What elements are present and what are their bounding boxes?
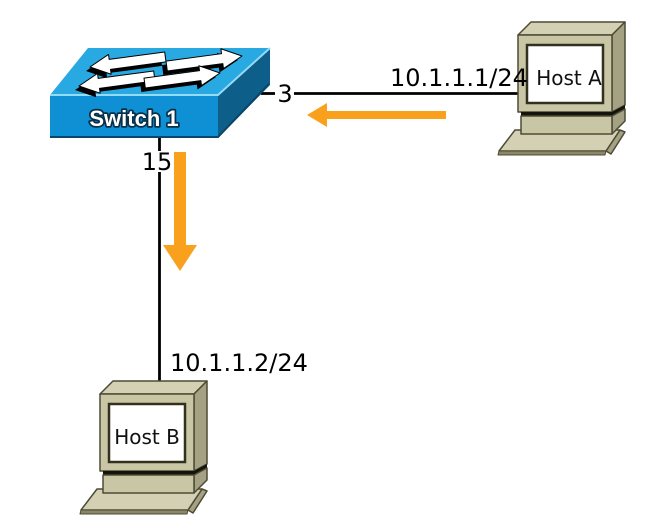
switch-port-15-label: 15 <box>142 148 173 176</box>
switch-port-3-label: 3 <box>277 80 292 108</box>
host-a-label: Host A <box>536 66 602 90</box>
traffic-arrow-left-icon <box>307 103 446 127</box>
switch-icon: Switch 1 <box>50 45 271 138</box>
traffic-arrow-down-icon <box>163 152 197 271</box>
host-b-label: Host B <box>114 425 180 449</box>
host-b-ip-label: 10.1.1.2/24 <box>170 349 308 377</box>
host-a-ip-label: 10.1.1.1/24 <box>390 64 528 92</box>
switch-label: Switch 1 <box>89 106 178 131</box>
